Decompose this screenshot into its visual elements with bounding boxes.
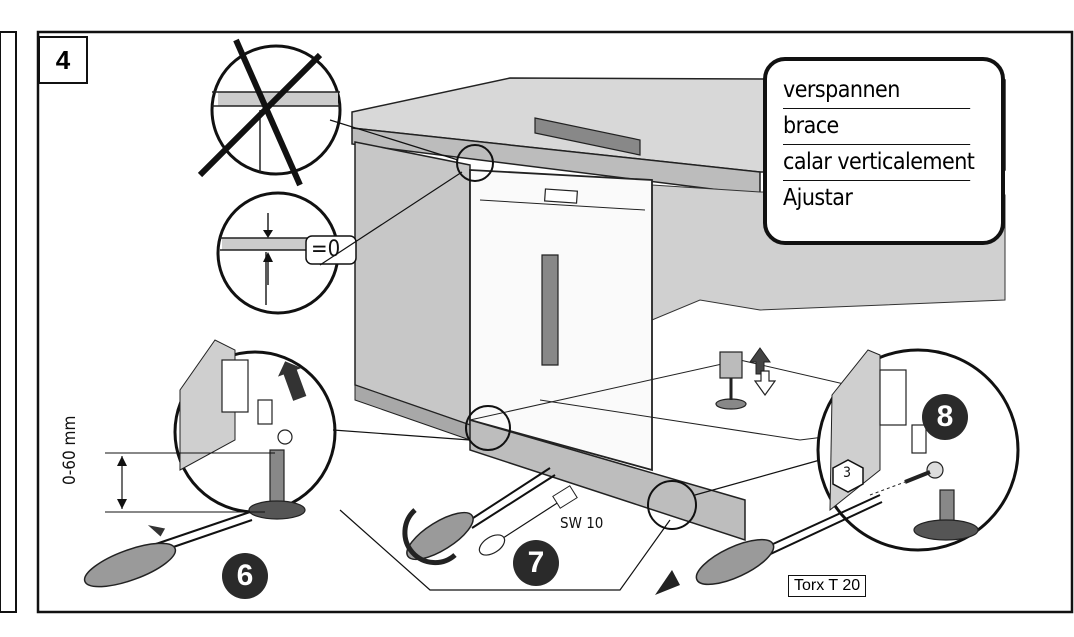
equal-zero-label: =0 [311, 237, 341, 262]
step-badge-6: 6 [222, 553, 268, 599]
step-number: 4 [38, 36, 88, 84]
dishwasher-body [469, 169, 653, 472]
step-badge-7: 7 [513, 540, 559, 586]
step-badge-8: 8 [922, 394, 968, 440]
screw-ref-label: 3 [843, 465, 852, 481]
legend-item-de: verspannen [783, 73, 971, 109]
wrench-size-label: SW 10 [560, 514, 604, 532]
legend-item-pt: Ajustar [783, 185, 853, 211]
cross-stroke-1 [233, 38, 303, 187]
cross-stroke-2 [197, 52, 323, 178]
left-cabinet [354, 141, 471, 427]
detail-circle-wrong [210, 44, 342, 176]
legend-item-fr: calar verticalement [783, 145, 975, 181]
prev-panel-frame [0, 31, 17, 613]
panel-frame [36, 30, 1074, 614]
torx-label: Torx T 20 [788, 575, 867, 597]
legend-box: verspannen brace calar verticalement Aju… [763, 57, 1005, 245]
spirit-level-side [541, 254, 559, 366]
legend-item-en: brace [783, 109, 971, 145]
height-range-label: 0-60 mm [60, 415, 80, 485]
spirit-level-top [534, 117, 641, 156]
